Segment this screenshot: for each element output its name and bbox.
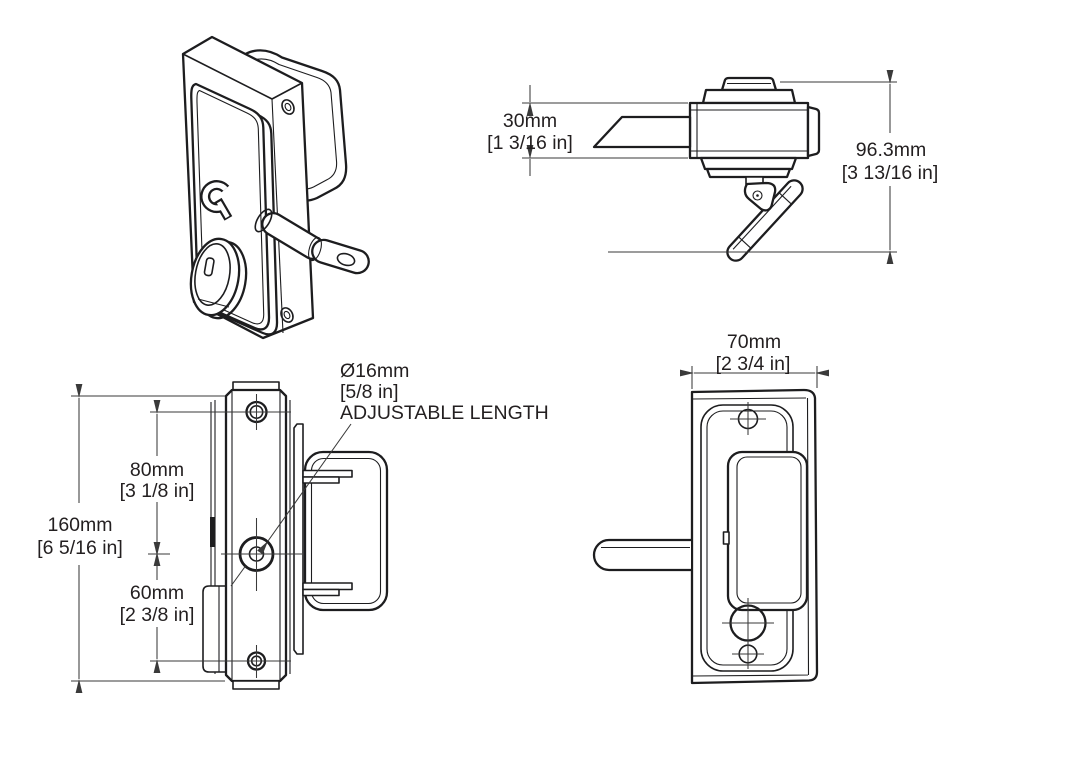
pivot-bracket	[743, 181, 777, 212]
cover-front	[722, 450, 809, 612]
dimension-depth: 30mm [1 3/16 in]	[487, 85, 688, 176]
callout-note: ADJUSTABLE LENGTH	[340, 402, 549, 424]
dim-total-mm: 160mm	[47, 514, 112, 536]
dim-depth-mm: 30mm	[503, 110, 557, 132]
screw-icon	[730, 402, 766, 435]
dim-width-mm: 70mm	[727, 331, 781, 353]
dimension-width: 70mm [2 3/4 in]	[680, 331, 829, 389]
g-logo-icon	[200, 180, 233, 221]
gate-plate-side	[289, 400, 304, 674]
dim-height-mm: 96.3mm	[856, 139, 926, 161]
latch-rod-3d	[254, 208, 370, 275]
dim-width-in: [2 3/4 in]	[716, 353, 791, 375]
perspective-view	[181, 35, 370, 340]
screw-hole-icon	[280, 307, 294, 323]
cylinder-housing-side	[202, 585, 231, 673]
handle-3d	[726, 179, 804, 262]
dim-upper-mm: 80mm	[130, 459, 184, 481]
dimension-screw-spacing: 80mm [3 1/8 in] 60mm [2 3/8 in]	[120, 400, 291, 673]
callout-rod: Ø16mm [5/8 in] ADJUSTABLE LENGTH	[230, 360, 549, 587]
dim-total-in: [6 5/16 in]	[37, 537, 123, 559]
callout-dia-mm: Ø16mm	[340, 360, 409, 382]
screw-hole-icon	[281, 99, 295, 115]
dimension-total-height: 160mm [6 5/16 in]	[37, 384, 225, 693]
dim-lower-in: [2 3/8 in]	[120, 604, 195, 626]
dim-height-in: [3 13/16 in]	[842, 162, 939, 184]
dimension-height: 96.3mm [3 13/16 in]	[608, 70, 939, 264]
top-view: 30mm [1 3/16 in] 96.3mm [3 13/16 in]	[487, 70, 939, 264]
latch-blade	[592, 115, 692, 149]
push-rod-front	[592, 538, 693, 572]
dim-upper-in: [3 1/8 in]	[120, 480, 195, 502]
strike-edge	[210, 517, 215, 547]
side-view: 160mm [6 5/16 in] 80mm [3 1/8 in] 60mm […	[37, 360, 549, 693]
keeper-bracket-side	[302, 450, 389, 612]
lock-body-top	[688, 76, 821, 186]
keyhole-icon	[189, 237, 248, 320]
screw-icon	[732, 640, 764, 669]
front-view: 70mm [2 3/4 in]	[592, 331, 829, 685]
callout-dia-in: [5/8 in]	[340, 381, 399, 403]
dim-lower-mm: 60mm	[130, 582, 184, 604]
dim-depth-in: [1 3/16 in]	[487, 132, 573, 154]
